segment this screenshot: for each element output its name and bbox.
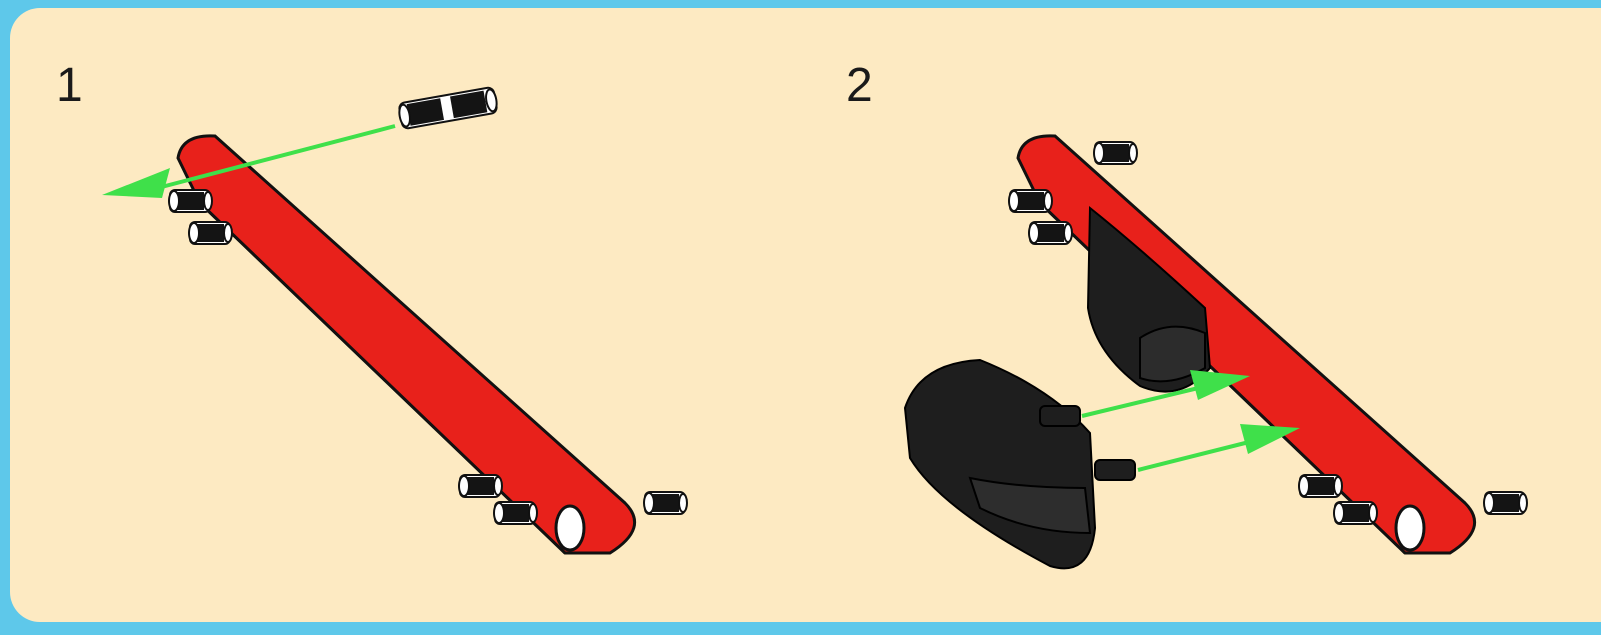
black-axle-pin [644,492,687,514]
step-1-illustration [102,87,687,553]
black-axle-pin [459,475,502,497]
black-axle-pin [1299,475,1342,497]
black-axle-pin [1029,222,1072,244]
black-axle-pin [169,190,212,212]
step-2-illustration [905,136,1527,568]
black-axle-pin [494,502,537,524]
red-technic-beam [178,136,635,553]
loose-axle-pin [397,87,498,130]
green-assembly-arrow [1138,424,1300,470]
beam-end-hole [556,506,584,550]
black-axle-pin [1334,502,1377,524]
beam-end-hole [1396,506,1424,550]
black-axle-pin [1094,142,1137,164]
instruction-illustration [10,8,1601,622]
black-axle-pin [189,222,232,244]
black-fairing-part [905,360,1135,568]
black-axle-pin [1484,492,1527,514]
instruction-panel: 1 2 [10,8,1601,622]
black-axle-pin [1009,190,1052,212]
